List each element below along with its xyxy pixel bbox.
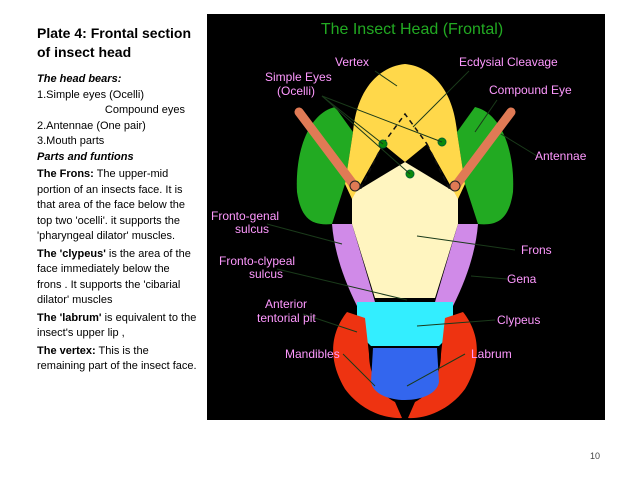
antenna-right-socket — [449, 180, 461, 192]
label-frons: Frons — [521, 243, 552, 257]
gena-left — [332, 224, 375, 306]
label-fronto-clypeal-sulcus: sulcus — [249, 267, 283, 281]
bears-item: 2.Antennae (One pair) — [37, 119, 146, 132]
parts-heading: Parts and funtions — [37, 150, 134, 163]
part-frons: The Frons: The upper-mid portion of an i… — [37, 167, 197, 245]
label-vertex: Vertex — [335, 55, 369, 69]
mandible-right — [408, 312, 477, 419]
part-text: The upper-mid portion of an insects face… — [37, 168, 185, 242]
vertex — [345, 64, 465, 199]
compound-eye-left — [296, 107, 353, 225]
label-fronto-clypeal: Fronto-clypeal — [219, 254, 295, 268]
label-gena: Gena — [507, 272, 537, 286]
part-text: is equivalent to the insect's upper lip … — [37, 311, 197, 340]
part-labrum: The 'labrum' is equivalent to the insect… — [37, 311, 197, 342]
label-antennae: Antennae — [535, 149, 587, 163]
label-ecdysial-cleavage: Ecdysial Cleavage — [459, 55, 558, 69]
label-fronto-genal-sulcus: sulcus — [235, 222, 269, 236]
bears-item: 3.Mouth parts — [37, 135, 105, 147]
mandible-left — [333, 312, 402, 419]
text-column: Plate 4: Frontal section of insect head … — [37, 24, 197, 375]
part-vertex: The vertex: This is the remaining part o… — [37, 344, 197, 375]
insect-head-diagram: The Insect Head (Frontal) Vertex Ecdysia… — [207, 14, 605, 420]
frons — [352, 162, 458, 298]
diagram-labels: The Insect Head (Frontal) Vertex Ecdysia… — [211, 21, 587, 361]
antenna-left-shaft — [294, 107, 358, 189]
pointer-lines — [266, 70, 538, 387]
ecdysial-cleavage — [358, 112, 452, 193]
bears-item: Compound eyes — [104, 104, 185, 116]
compound-eye-right — [457, 107, 514, 225]
part-term: The vertex: — [37, 344, 96, 357]
page-number: 10 — [589, 451, 600, 461]
part-term: The 'labrum' — [37, 311, 102, 324]
part-term: The Frons: — [37, 168, 94, 180]
label-fronto-genal: Fronto-genal — [211, 209, 279, 223]
label-ocelli: (Ocelli) — [277, 84, 315, 98]
part-clypeus: The 'clypeus' is the area of the face im… — [37, 247, 197, 309]
label-clypeus: Clypeus — [497, 313, 540, 327]
gena-right — [435, 224, 478, 306]
bears-heading: The head bears: — [37, 73, 122, 85]
antenna-left-socket — [349, 180, 361, 192]
bears-item: 1.Simple eyes (Ocelli) — [37, 88, 144, 101]
part-text: is the area of the face immediately belo… — [37, 247, 191, 307]
plate-title: Plate 4: Frontal section of insect head — [37, 25, 192, 60]
label-compound-eye: Compound Eye — [489, 83, 572, 97]
diagram-svg: The Insect Head (Frontal) Vertex Ecdysia… — [211, 21, 587, 419]
label-labrum: Labrum — [471, 347, 512, 361]
diagram-title: The Insect Head (Frontal) — [321, 21, 503, 38]
label-anterior: Anterior — [265, 297, 307, 311]
part-text: This is the remaining part of the insect… — [37, 344, 197, 373]
clypeus — [357, 302, 453, 346]
label-simple-eyes: Simple Eyes — [265, 70, 332, 84]
label-tentorial-pit: tentorial pit — [257, 311, 316, 325]
antenna-right-shaft — [452, 107, 516, 189]
part-term: The 'clypeus' — [37, 247, 106, 260]
labrum — [371, 348, 439, 400]
label-mandibles: Mandibles — [285, 347, 340, 361]
